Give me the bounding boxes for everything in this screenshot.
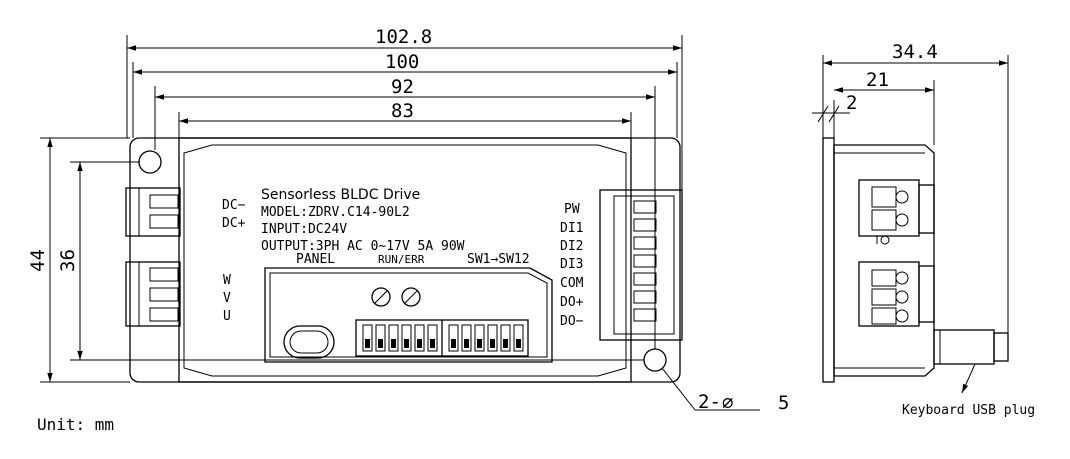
terminal-di3: DI3 xyxy=(560,257,583,272)
terminal-di2: DI2 xyxy=(560,239,583,254)
led-err-icon xyxy=(401,287,421,307)
terminal-dc-minus: DC− xyxy=(222,198,246,213)
dim-height-overall: 44 xyxy=(27,249,49,272)
body-inner-outline xyxy=(183,144,627,377)
front-dimensions xyxy=(40,35,760,411)
dip-switch-knob xyxy=(503,339,508,348)
dip-switch-block xyxy=(355,319,529,357)
dim-flange-thickness: 2 xyxy=(846,92,857,114)
motor-connector xyxy=(125,261,181,327)
side-dimensions xyxy=(812,55,1009,394)
dc-connector xyxy=(125,187,181,237)
mount-hole-top-left xyxy=(138,150,162,174)
hole-count: 2- xyxy=(698,391,721,413)
dip-switch-12 xyxy=(513,324,524,352)
terminal-w: W xyxy=(223,273,231,288)
dip-switch-knob xyxy=(516,339,521,348)
terminal-com: COM xyxy=(560,276,584,291)
dip-switch-5 xyxy=(414,324,425,352)
dip-switch-knob xyxy=(477,339,482,348)
dim-depth-body: 21 xyxy=(866,69,889,91)
terminal-u: U xyxy=(223,309,231,324)
dip-switch-7 xyxy=(448,324,459,352)
terminal-di1: DI1 xyxy=(560,221,583,236)
usb-plug xyxy=(933,329,1009,365)
side-view: 34.4 21 2 xyxy=(812,41,1009,394)
dip-switch-knob xyxy=(417,339,422,348)
side-connector-top xyxy=(858,179,935,245)
dip-switch-1 xyxy=(362,324,373,352)
switch-label: SW1→SW12 xyxy=(467,252,530,267)
dip-switch-9 xyxy=(474,324,485,352)
dip-switch-2 xyxy=(375,324,386,352)
led-run-icon xyxy=(371,287,391,307)
dip-switch-3 xyxy=(388,324,399,352)
dip-switch-knob xyxy=(451,339,456,348)
drive-body xyxy=(178,137,632,383)
terminal-dc-plus: DC+ xyxy=(222,216,246,231)
dip-switch-knob xyxy=(404,339,409,348)
terminal-do-minus: DO− xyxy=(560,314,584,329)
dip-switch-10 xyxy=(487,324,498,352)
signal-connector xyxy=(599,189,683,341)
unit-note: Unit: mm xyxy=(37,415,114,434)
dip-switch-knob xyxy=(490,339,495,348)
product-output: OUTPUT:3PH AC 0~17V 5A 90W xyxy=(261,239,465,254)
control-panel xyxy=(264,267,553,363)
dip-switch-4 xyxy=(401,324,412,352)
terminal-v: V xyxy=(223,291,231,306)
terminal-do-plus: DO+ xyxy=(560,295,584,310)
dim-width-mount: 100 xyxy=(385,51,419,73)
panel-label: PANEL xyxy=(296,252,335,267)
dip-switch-8 xyxy=(461,324,472,352)
front-view: Sensorless BLDC Drive MODEL:ZDRV.C14-90L… xyxy=(27,26,789,414)
usb-port xyxy=(283,325,335,359)
dim-width-body: 92 xyxy=(391,76,414,98)
side-flange xyxy=(822,137,835,383)
usb-plug-note: Keyboard USB plug xyxy=(902,403,1035,418)
dim-width-overall: 102.8 xyxy=(375,26,432,48)
dip-switch-knob xyxy=(430,339,435,348)
dip-switch-knob xyxy=(391,339,396,348)
dip-switch-knob xyxy=(464,339,469,348)
terminal-pw: PW xyxy=(564,202,580,217)
dip-switch-knob xyxy=(365,339,370,348)
dim-depth-overall: 34.4 xyxy=(892,41,938,63)
side-connector-bottom xyxy=(858,261,935,327)
product-input: INPUT:DC24V xyxy=(261,222,347,237)
product-title: Sensorless BLDC Drive xyxy=(261,187,420,203)
dip-switch-knob xyxy=(378,339,383,348)
hole-diameter-symbol: ∅ xyxy=(722,392,733,414)
dim-height-mount: 36 xyxy=(57,249,79,272)
mount-hole-bottom-right xyxy=(643,348,667,372)
dip-switch-11 xyxy=(500,324,511,352)
run-err-label: RUN/ERR xyxy=(378,253,425,266)
side-body xyxy=(833,144,935,377)
dim-width-inner: 83 xyxy=(391,100,414,122)
hole-diameter: 5 xyxy=(778,392,789,414)
product-model: MODEL:ZDRV.C14-90L2 xyxy=(261,205,410,220)
dip-switch-6 xyxy=(427,324,438,352)
